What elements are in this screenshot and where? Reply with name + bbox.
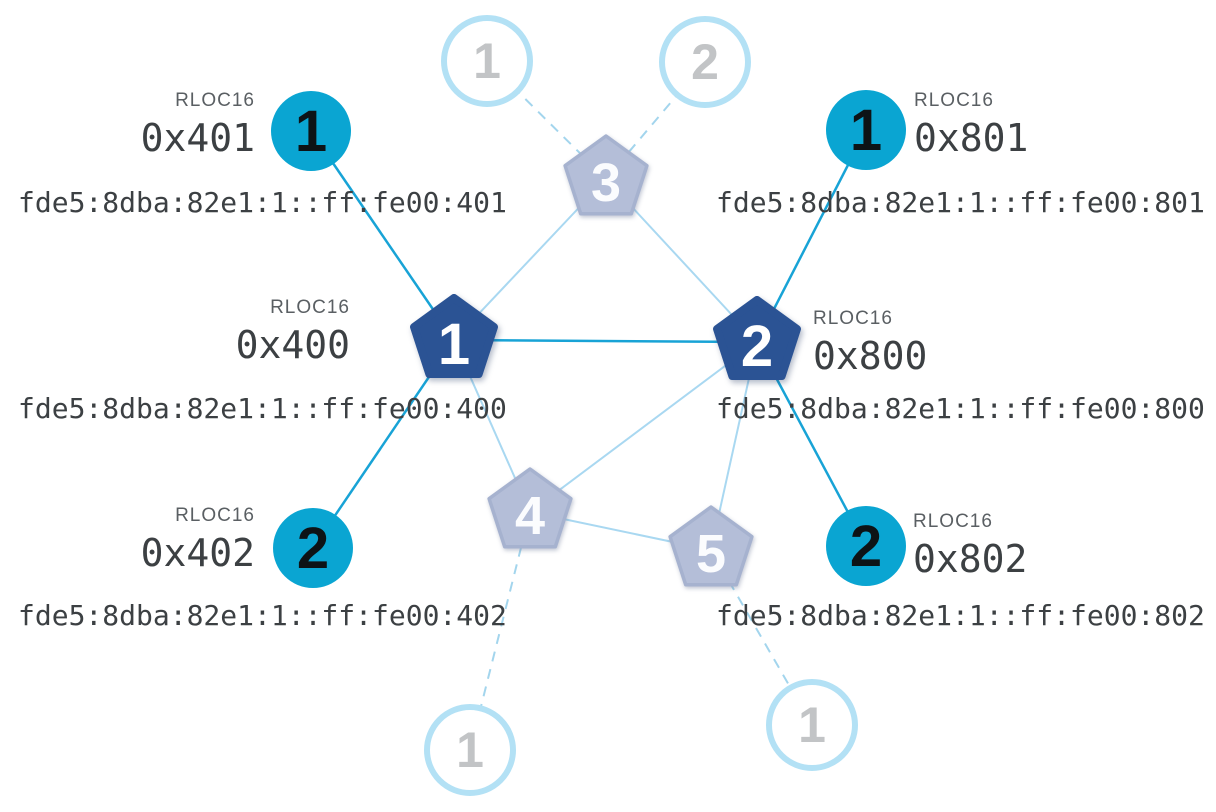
router-pentagon-icon xyxy=(410,294,498,378)
link-r2-r4 xyxy=(529,341,758,513)
router-node-4[interactable]: 4 xyxy=(475,457,585,567)
rloc16-caption: RLOC16 xyxy=(914,90,994,111)
rloc16-group-child-0x801: RLOC16 0x801 xyxy=(914,90,1028,158)
router-node-3[interactable]: 3 xyxy=(551,124,661,234)
router-id-label: 2 xyxy=(740,313,774,379)
router-pentagon-icon xyxy=(668,505,754,587)
faded-child-node-top-1[interactable]: 1 xyxy=(441,15,533,107)
child-id-label: 1 xyxy=(294,98,328,164)
rloc16-group-child-0x802: RLOC16 0x802 xyxy=(913,511,1027,579)
faded-child-node-top-2[interactable]: 2 xyxy=(659,16,751,108)
rloc16-caption: RLOC16 xyxy=(270,297,350,318)
child-node-0x801[interactable]: 1 xyxy=(826,90,906,170)
rloc16-value: 0x800 xyxy=(813,334,928,378)
rloc16-value: 0x402 xyxy=(140,531,255,575)
rloc16-group-child-0x401: RLOC16 0x401 xyxy=(141,90,255,158)
child-id-label: 1 xyxy=(798,697,826,753)
router-pentagon-icon xyxy=(487,467,573,549)
rloc16-group-child-0x402: RLOC16 0x402 xyxy=(141,505,255,573)
ipv6-address-child-0x401: fde5:8dba:82e1:1::ff:fe00:401 xyxy=(18,186,507,219)
rloc16-caption: RLOC16 xyxy=(175,90,255,111)
link-r1-r2 xyxy=(453,338,758,344)
router-node-5[interactable]: 5 xyxy=(656,495,766,605)
child-id-label: 1 xyxy=(456,722,484,778)
rloc16-value: 0x401 xyxy=(140,116,255,160)
child-id-label: 2 xyxy=(849,513,883,579)
rloc16-caption: RLOC16 xyxy=(813,308,893,329)
rloc16-group-router-0x800: RLOC16 0x800 xyxy=(813,308,927,376)
ipv6-address-child-0x801: fde5:8dba:82e1:1::ff:fe00:801 xyxy=(716,186,1205,219)
child-id-label: 1 xyxy=(473,33,501,89)
faded-child-node-bottom-left[interactable]: 1 xyxy=(424,704,516,796)
child-node-0x401[interactable]: 1 xyxy=(271,91,351,171)
rloc16-value: 0x801 xyxy=(914,116,1029,160)
link-c401-r1 xyxy=(309,130,456,341)
child-id-label: 2 xyxy=(691,34,719,90)
router-node-2[interactable]: 2 xyxy=(702,287,812,397)
router-id-label: 4 xyxy=(514,486,546,546)
child-id-label: 2 xyxy=(296,515,330,581)
child-id-label: 1 xyxy=(849,97,883,163)
router-pentagon-icon xyxy=(563,134,649,216)
ipv6-address-router-0x800: fde5:8dba:82e1:1::ff:fe00:800 xyxy=(716,392,1205,425)
faded-child-node-bottom-right[interactable]: 1 xyxy=(766,679,858,771)
router-id-label: 3 xyxy=(590,153,622,213)
rloc16-caption: RLOC16 xyxy=(913,511,993,532)
ipv6-address-child-0x802: fde5:8dba:82e1:1::ff:fe00:802 xyxy=(716,599,1205,632)
ipv6-address-router-0x400: fde5:8dba:82e1:1::ff:fe00:400 xyxy=(18,392,507,425)
rloc16-group-router-0x400: RLOC16 0x400 xyxy=(236,297,350,365)
child-node-0x402[interactable]: 2 xyxy=(273,508,353,588)
rloc16-value: 0x400 xyxy=(235,323,350,367)
router-pentagon-icon xyxy=(713,296,801,380)
router-node-1[interactable]: 1 xyxy=(399,285,509,395)
rloc16-value: 0x802 xyxy=(913,537,1028,581)
router-id-label: 5 xyxy=(695,524,727,584)
router-id-label: 1 xyxy=(437,311,471,377)
child-node-0x802[interactable]: 2 xyxy=(826,506,906,586)
rloc16-caption: RLOC16 xyxy=(175,505,255,526)
ipv6-address-child-0x402: fde5:8dba:82e1:1::ff:fe00:402 xyxy=(18,599,507,632)
